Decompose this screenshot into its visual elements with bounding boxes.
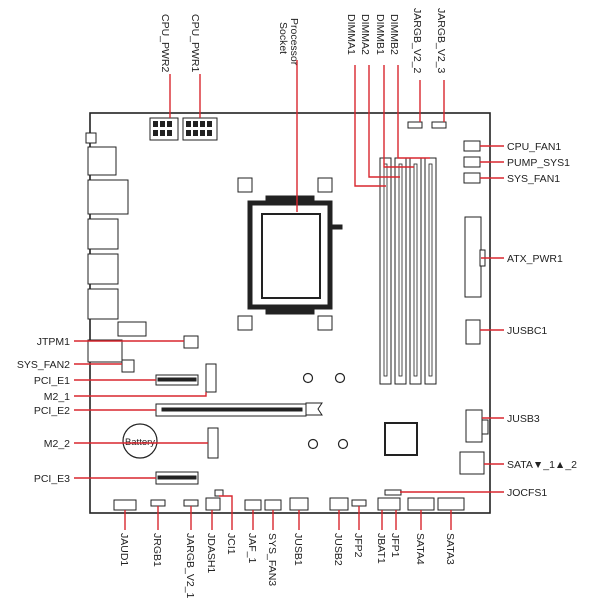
label-sys-fan1: SYS_FAN1 (507, 173, 560, 185)
label-pci-e3: PCI_E3 (34, 473, 70, 485)
battery: Battery (122, 423, 158, 459)
pci-e1-slot (155, 374, 199, 386)
label-jocfs1: JOCFS1 (507, 487, 547, 499)
m2-1-slot (205, 363, 217, 393)
label-jusb3: JUSB3 (507, 413, 540, 425)
label-pci-e2: PCI_E2 (34, 405, 70, 417)
label-jci1: JCI1 (225, 533, 237, 555)
jusbc1-header (465, 319, 481, 345)
label-cpu-pwr2: CPU_PWR2 (159, 14, 171, 73)
jusb3-header (465, 409, 489, 443)
label-jargb-v2-1: JARGB_V2_1 (184, 533, 196, 599)
label-m2-1: M2_1 (44, 391, 70, 403)
jtpm1-header (183, 335, 199, 349)
label-jdash1: JDASH1 (205, 533, 217, 573)
label-socket: Socket (277, 22, 289, 54)
label-jaf-1: JAF_1 (246, 533, 258, 564)
label-jaud1: JAUD1 (118, 533, 130, 566)
rear-io (85, 132, 147, 363)
mounting-holes (302, 372, 349, 450)
label-cpu-fan1: CPU_FAN1 (507, 141, 561, 153)
label-dimmb2: DIMMB2 (388, 14, 400, 55)
jargb-v2-3-header (431, 121, 447, 129)
jargb-v2-2-header (407, 121, 423, 129)
label-jusbc1: JUSBC1 (507, 325, 547, 337)
sys-fan2-header (121, 359, 135, 373)
processor-socket (237, 177, 343, 331)
label-sys-fan2: SYS_FAN2 (17, 359, 70, 371)
bottom-headers (113, 489, 465, 511)
chipset (384, 422, 418, 456)
sata-1-2-connector (459, 451, 485, 475)
label-jtpm1: JTPM1 (37, 336, 70, 348)
pci-e3-slot (155, 471, 199, 485)
cpu-pwr-connectors (149, 117, 218, 141)
label-jbat1: JBAT1 (375, 533, 387, 564)
label-dimmb1: DIMMB1 (374, 14, 386, 55)
label-atx-pwr1: ATX_PWR1 (507, 253, 563, 265)
label-dimma1: DIMMA1 (345, 14, 357, 55)
label-sata4: SATA4 (414, 533, 426, 565)
label-m2-2: M2_2 (44, 438, 70, 450)
label-sata-1-2: SATA▼_1▲_2 (507, 459, 577, 471)
label-dimma2: DIMMA2 (359, 14, 371, 55)
leader-lines (74, 60, 504, 530)
label-sata3: SATA3 (444, 533, 456, 565)
label-jrgb1: JRGB1 (151, 533, 163, 567)
label-jargb-v2-3: JARGB_V2_3 (435, 8, 447, 74)
label-jfp1: JFP1 (389, 533, 401, 558)
label-jusb1: JUSB1 (292, 533, 304, 566)
label-cpu-pwr1: CPU_PWR1 (189, 14, 201, 73)
label-pump-sys1: PUMP_SYS1 (507, 157, 570, 169)
label-processor: Processor (288, 18, 300, 66)
label-jfp2: JFP2 (352, 533, 364, 558)
label-sys-fan3: SYS_FAN3 (266, 533, 278, 586)
pci-e2-slot (155, 402, 323, 417)
fan-headers-right (463, 140, 481, 184)
label-jusb2: JUSB2 (332, 533, 344, 566)
label-jargb-v2-2: JARGB_V2_2 (411, 8, 423, 74)
m2-2-slot (207, 427, 219, 459)
label-pci-e1: PCI_E1 (34, 375, 70, 387)
